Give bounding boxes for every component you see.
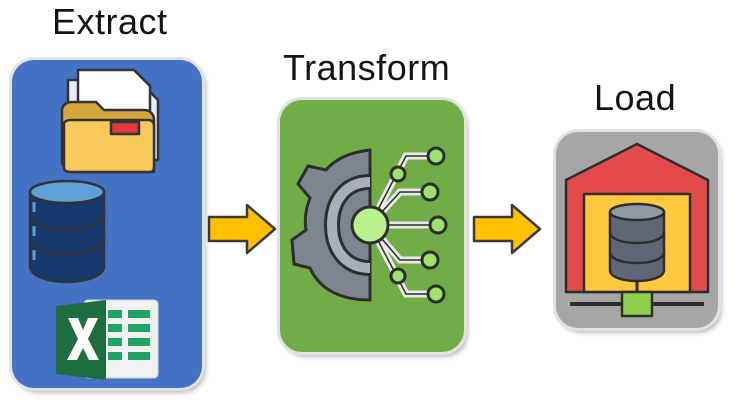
extract-icons: [28, 68, 160, 380]
arrow-transform-to-load: [472, 203, 542, 255]
load-label: Load: [594, 77, 677, 118]
gear-network-icon: [290, 146, 448, 304]
transform-label: Transform: [283, 47, 451, 88]
transform-panel: [280, 100, 464, 352]
load-panel: [556, 132, 718, 328]
arrow-extract-to-transform: [207, 203, 277, 255]
database-icon: [28, 179, 106, 284]
excel-icon: [56, 299, 159, 380]
extract-label: Extract: [52, 1, 168, 42]
extract-panel: [12, 60, 202, 388]
folder-icon: [60, 68, 160, 174]
warehouse-icon: [564, 142, 710, 318]
